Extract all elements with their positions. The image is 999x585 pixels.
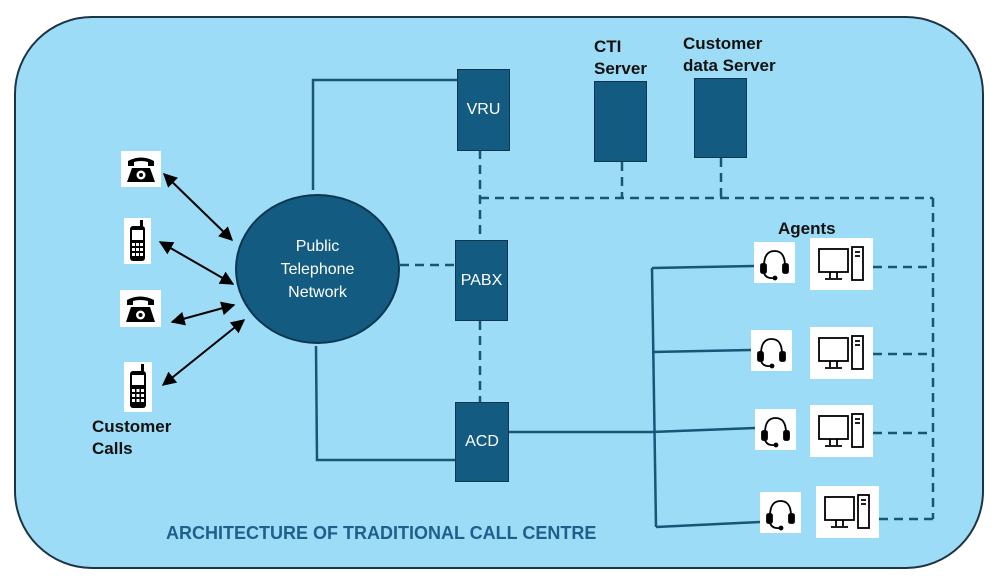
customer-calls-label: Customer Calls bbox=[92, 417, 172, 458]
customer-data-server-node bbox=[694, 78, 747, 158]
agent-computers bbox=[810, 238, 879, 538]
agents-bus bbox=[650, 267, 658, 528]
vru-label: VRU bbox=[466, 101, 501, 118]
desk-phone-icon bbox=[120, 290, 161, 327]
agents-label: Agents bbox=[778, 219, 836, 238]
agent-3-link bbox=[651, 426, 756, 434]
agent-4-link bbox=[655, 520, 761, 529]
call-arrow-1 bbox=[162, 173, 234, 241]
agent-1-link bbox=[651, 264, 755, 270]
mobile-phone-icon bbox=[124, 218, 151, 264]
headset-icon bbox=[755, 409, 796, 450]
acd-label: ACD bbox=[465, 433, 499, 450]
network-acd-link bbox=[314, 345, 455, 462]
desktop-computer-icon bbox=[810, 238, 873, 290]
vru-node: VRU bbox=[457, 69, 510, 151]
headset-icon bbox=[760, 492, 801, 533]
mobile-phone-icon bbox=[124, 362, 152, 412]
call-arrow-4 bbox=[161, 319, 246, 386]
cti-server-node bbox=[594, 81, 647, 162]
desktop-computer-icon bbox=[810, 405, 873, 457]
agent-headsets bbox=[751, 242, 801, 533]
diagram-title: ARCHITECTURE OF TRADITIONAL CALL CENTRE bbox=[166, 523, 597, 543]
public-telephone-network-node: Public Telephone Network bbox=[235, 194, 400, 344]
desktop-computer-icon bbox=[816, 486, 879, 538]
customer-data-server-label: Customer data Server bbox=[683, 34, 776, 75]
pabx-node: PABX bbox=[455, 240, 508, 321]
desktop-computer-icon bbox=[810, 327, 873, 379]
network-label: Public Telephone Network bbox=[280, 237, 355, 301]
pabx-label: PABX bbox=[460, 271, 503, 289]
cti-server-label: CTI Server bbox=[594, 37, 647, 78]
agent-2-link bbox=[651, 348, 752, 354]
network-vru-link bbox=[311, 78, 457, 190]
call-arrow-2 bbox=[158, 241, 235, 285]
acd-node: ACD bbox=[455, 402, 509, 482]
desk-phone-icon bbox=[121, 151, 161, 187]
call-arrow-3 bbox=[170, 301, 236, 326]
headset-icon bbox=[751, 330, 792, 371]
customer-icons bbox=[120, 151, 161, 412]
headset-icon bbox=[754, 242, 795, 283]
